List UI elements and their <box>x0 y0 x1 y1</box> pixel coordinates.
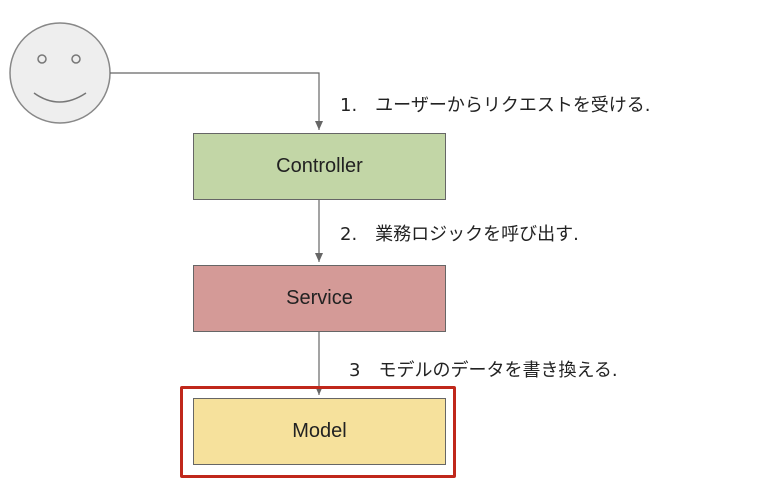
controller-box: Controller <box>193 133 446 200</box>
step-2-label: 2. 業務ロジックを呼び出す. <box>340 224 579 245</box>
step-3-label: 3 モデルのデータを書き換える. <box>349 360 618 381</box>
model-label: Model <box>292 420 347 442</box>
service-label: Service <box>286 287 353 309</box>
arrow-actor-to-controller <box>110 72 323 130</box>
model-highlight-frame <box>180 386 456 478</box>
model-box: Model <box>193 398 446 465</box>
step-1-label: 1. ユーザーからリクエストを受ける. <box>340 95 651 116</box>
service-box: Service <box>193 265 446 332</box>
smiley-face-icon <box>9 22 111 124</box>
controller-label: Controller <box>276 155 363 177</box>
